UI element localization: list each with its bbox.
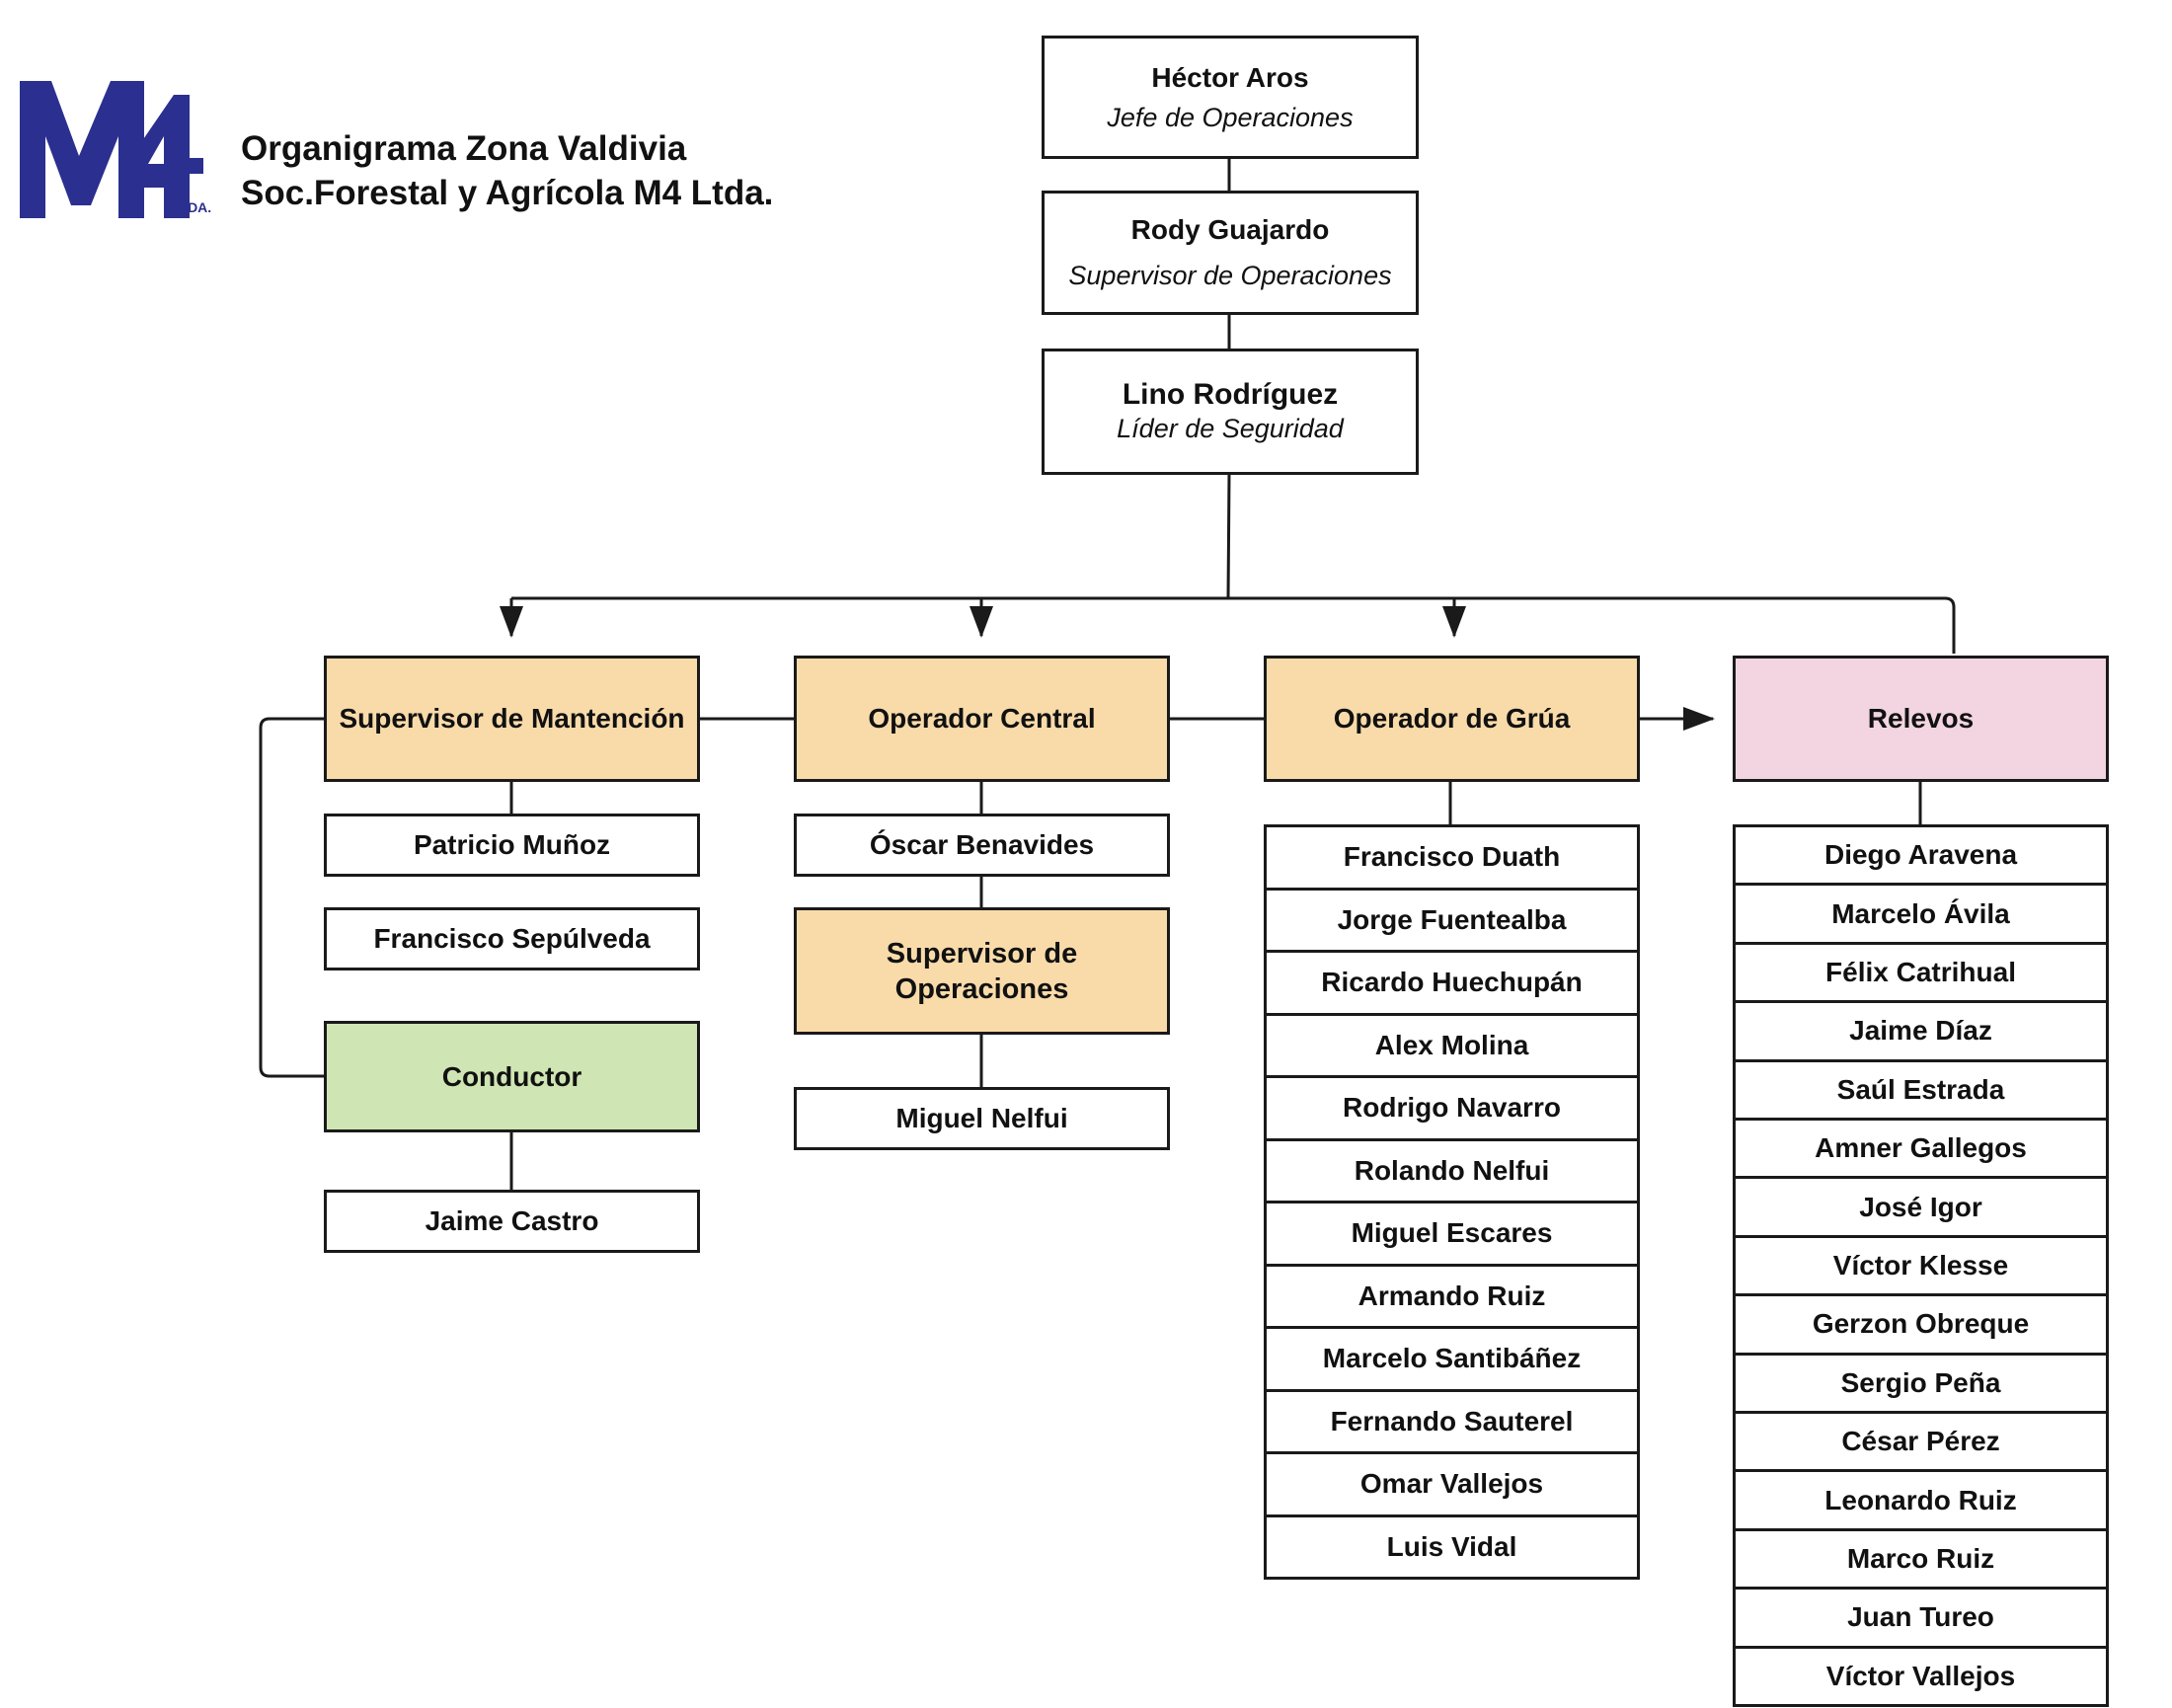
member-box: Miguel Escares bbox=[1264, 1201, 1640, 1267]
member-name: Miguel Escares bbox=[1351, 1217, 1553, 1249]
member-name: Omar Vallejos bbox=[1359, 1468, 1544, 1500]
member-box: Luis Vidal bbox=[1264, 1514, 1640, 1580]
node-jefe-operaciones: Héctor Aros Jefe de Operaciones bbox=[1042, 36, 1419, 159]
member-box: César Pérez bbox=[1733, 1411, 2109, 1473]
member-name: Armando Ruiz bbox=[1358, 1280, 1546, 1311]
member-name: Víctor Vallejos bbox=[1825, 1660, 2016, 1691]
category-conductor: Conductor bbox=[324, 1021, 700, 1132]
member-box: Alex Molina bbox=[1264, 1012, 1640, 1078]
member-name: Patricio Muñoz bbox=[413, 829, 611, 860]
member-box: Leonardo Ruiz bbox=[1733, 1469, 2109, 1531]
member-box: Gerzon Obreque bbox=[1733, 1293, 2109, 1356]
member-name: Diego Aravena bbox=[1823, 839, 2018, 871]
node-role: Jefe de Operaciones bbox=[1107, 102, 1354, 132]
member-name: Amner Gallegos bbox=[1815, 1132, 2027, 1164]
member-name: José Igor bbox=[1859, 1191, 1982, 1222]
member-name: Félix Catrihual bbox=[1825, 956, 2016, 987]
member-box: Jorge Fuentealba bbox=[1264, 887, 1640, 953]
title-line-1: Organigrama Zona Valdivia bbox=[241, 129, 687, 168]
node-role: Líder de Seguridad bbox=[1117, 414, 1344, 443]
member-box: Amner Gallegos bbox=[1733, 1118, 2109, 1180]
member-box: Omar Vallejos bbox=[1264, 1451, 1640, 1517]
category-label: Supervisor de Operaciones bbox=[886, 937, 1078, 1005]
member-name: Jorge Fuentealba bbox=[1337, 903, 1567, 935]
node-lider-seguridad: Lino Rodríguez Líder de Seguridad bbox=[1042, 349, 1419, 475]
member-box: Saúl Estrada bbox=[1733, 1058, 2109, 1121]
category-label: Relevos bbox=[1867, 703, 1975, 734]
member-box: Rolando Nelfui bbox=[1264, 1137, 1640, 1203]
member-name: Luis Vidal bbox=[1386, 1530, 1517, 1562]
member-box: Jaime Castro bbox=[324, 1190, 700, 1253]
member-box: Rodrigo Navarro bbox=[1264, 1075, 1640, 1141]
member-name: Saúl Estrada bbox=[1836, 1073, 2005, 1105]
category-supervisor-de-operaciones: Supervisor de Operaciones bbox=[794, 907, 1170, 1035]
member-name: Marcelo Ávila bbox=[1831, 897, 2010, 929]
member-name: Marco Ruiz bbox=[1846, 1542, 1995, 1574]
node-name: Rody Guajardo bbox=[1130, 214, 1330, 245]
member-box: Ricardo Huechupán bbox=[1264, 950, 1640, 1016]
member-box: Juan Tureo bbox=[1733, 1587, 2109, 1649]
member-box: Félix Catrihual bbox=[1733, 941, 2109, 1004]
member-name: Miguel Nelfui bbox=[895, 1103, 1068, 1133]
member-name: Juan Tureo bbox=[1847, 1601, 1994, 1633]
member-name: Marcelo Santibáñez bbox=[1322, 1343, 1582, 1374]
member-box: Sergio Peña bbox=[1733, 1352, 2109, 1414]
member-name: Gerzon Obreque bbox=[1812, 1308, 2030, 1340]
member-name: Sergio Peña bbox=[1840, 1366, 2001, 1398]
member-name: Rodrigo Navarro bbox=[1343, 1092, 1561, 1124]
member-name: Rolando Nelfui bbox=[1354, 1154, 1550, 1186]
member-name: Ricardo Huechupán bbox=[1321, 967, 1583, 998]
member-name: Óscar Benavides bbox=[869, 829, 1095, 860]
member-name: Francisco Sepúlveda bbox=[373, 923, 651, 954]
member-name: Leonardo Ruiz bbox=[1824, 1484, 2017, 1515]
member-name: Francisco Duath bbox=[1343, 841, 1561, 873]
member-box: Diego Aravena bbox=[1733, 824, 2109, 887]
chart-title: Organigrama Zona Valdivia Soc.Forestal y… bbox=[241, 126, 773, 215]
member-name: Jaime Castro bbox=[425, 1205, 599, 1236]
member-box: Jaime Díaz bbox=[1733, 1000, 2109, 1062]
member-box: Marcelo Ávila bbox=[1733, 883, 2109, 945]
member-box: José Igor bbox=[1733, 1176, 2109, 1238]
category-operador-grua: Operador de Grúa bbox=[1264, 656, 1640, 782]
node-name: Héctor Aros bbox=[1151, 61, 1309, 93]
member-box: Miguel Nelfui bbox=[794, 1087, 1170, 1150]
category-relevos: Relevos bbox=[1733, 656, 2109, 782]
member-box: Víctor Vallejos bbox=[1733, 1645, 2109, 1707]
category-operador-central: Operador Central bbox=[794, 656, 1170, 782]
node-supervisor-operaciones: Rody Guajardo Supervisor de Operaciones bbox=[1042, 191, 1419, 315]
category-label: Conductor bbox=[441, 1060, 582, 1092]
member-name: Alex Molina bbox=[1374, 1029, 1529, 1060]
member-name: Jaime Díaz bbox=[1849, 1015, 1992, 1047]
member-box: Marcelo Santibáñez bbox=[1264, 1326, 1640, 1392]
node-name: Lino Rodríguez bbox=[1122, 378, 1339, 411]
member-box: Víctor Klesse bbox=[1733, 1234, 2109, 1297]
category-label: Operador Central bbox=[868, 703, 1096, 734]
logo-lettering: LTDA. bbox=[172, 199, 211, 215]
member-box: Fernando Sauterel bbox=[1264, 1388, 1640, 1454]
category-label: Operador de Grúa bbox=[1333, 703, 1571, 734]
title-line-2: Soc.Forestal y Agrícola M4 Ltda. bbox=[241, 174, 774, 212]
node-role: Supervisor de Operaciones bbox=[1068, 261, 1392, 290]
member-box: Francisco Sepúlveda bbox=[324, 907, 700, 970]
category-supervisor-mantencion: Supervisor de Mantención bbox=[324, 656, 700, 782]
company-logo: LTDA. bbox=[20, 81, 211, 218]
member-box: Óscar Benavides bbox=[794, 814, 1170, 877]
member-box: Armando Ruiz bbox=[1264, 1263, 1640, 1329]
member-box: Patricio Muñoz bbox=[324, 814, 700, 877]
member-name: César Pérez bbox=[1841, 1426, 2000, 1457]
member-box: Francisco Duath bbox=[1264, 824, 1640, 891]
member-name: Fernando Sauterel bbox=[1330, 1405, 1574, 1436]
member-name: Víctor Klesse bbox=[1832, 1249, 2009, 1281]
category-label: Supervisor de Mantención bbox=[339, 703, 685, 734]
member-box: Marco Ruiz bbox=[1733, 1527, 2109, 1591]
